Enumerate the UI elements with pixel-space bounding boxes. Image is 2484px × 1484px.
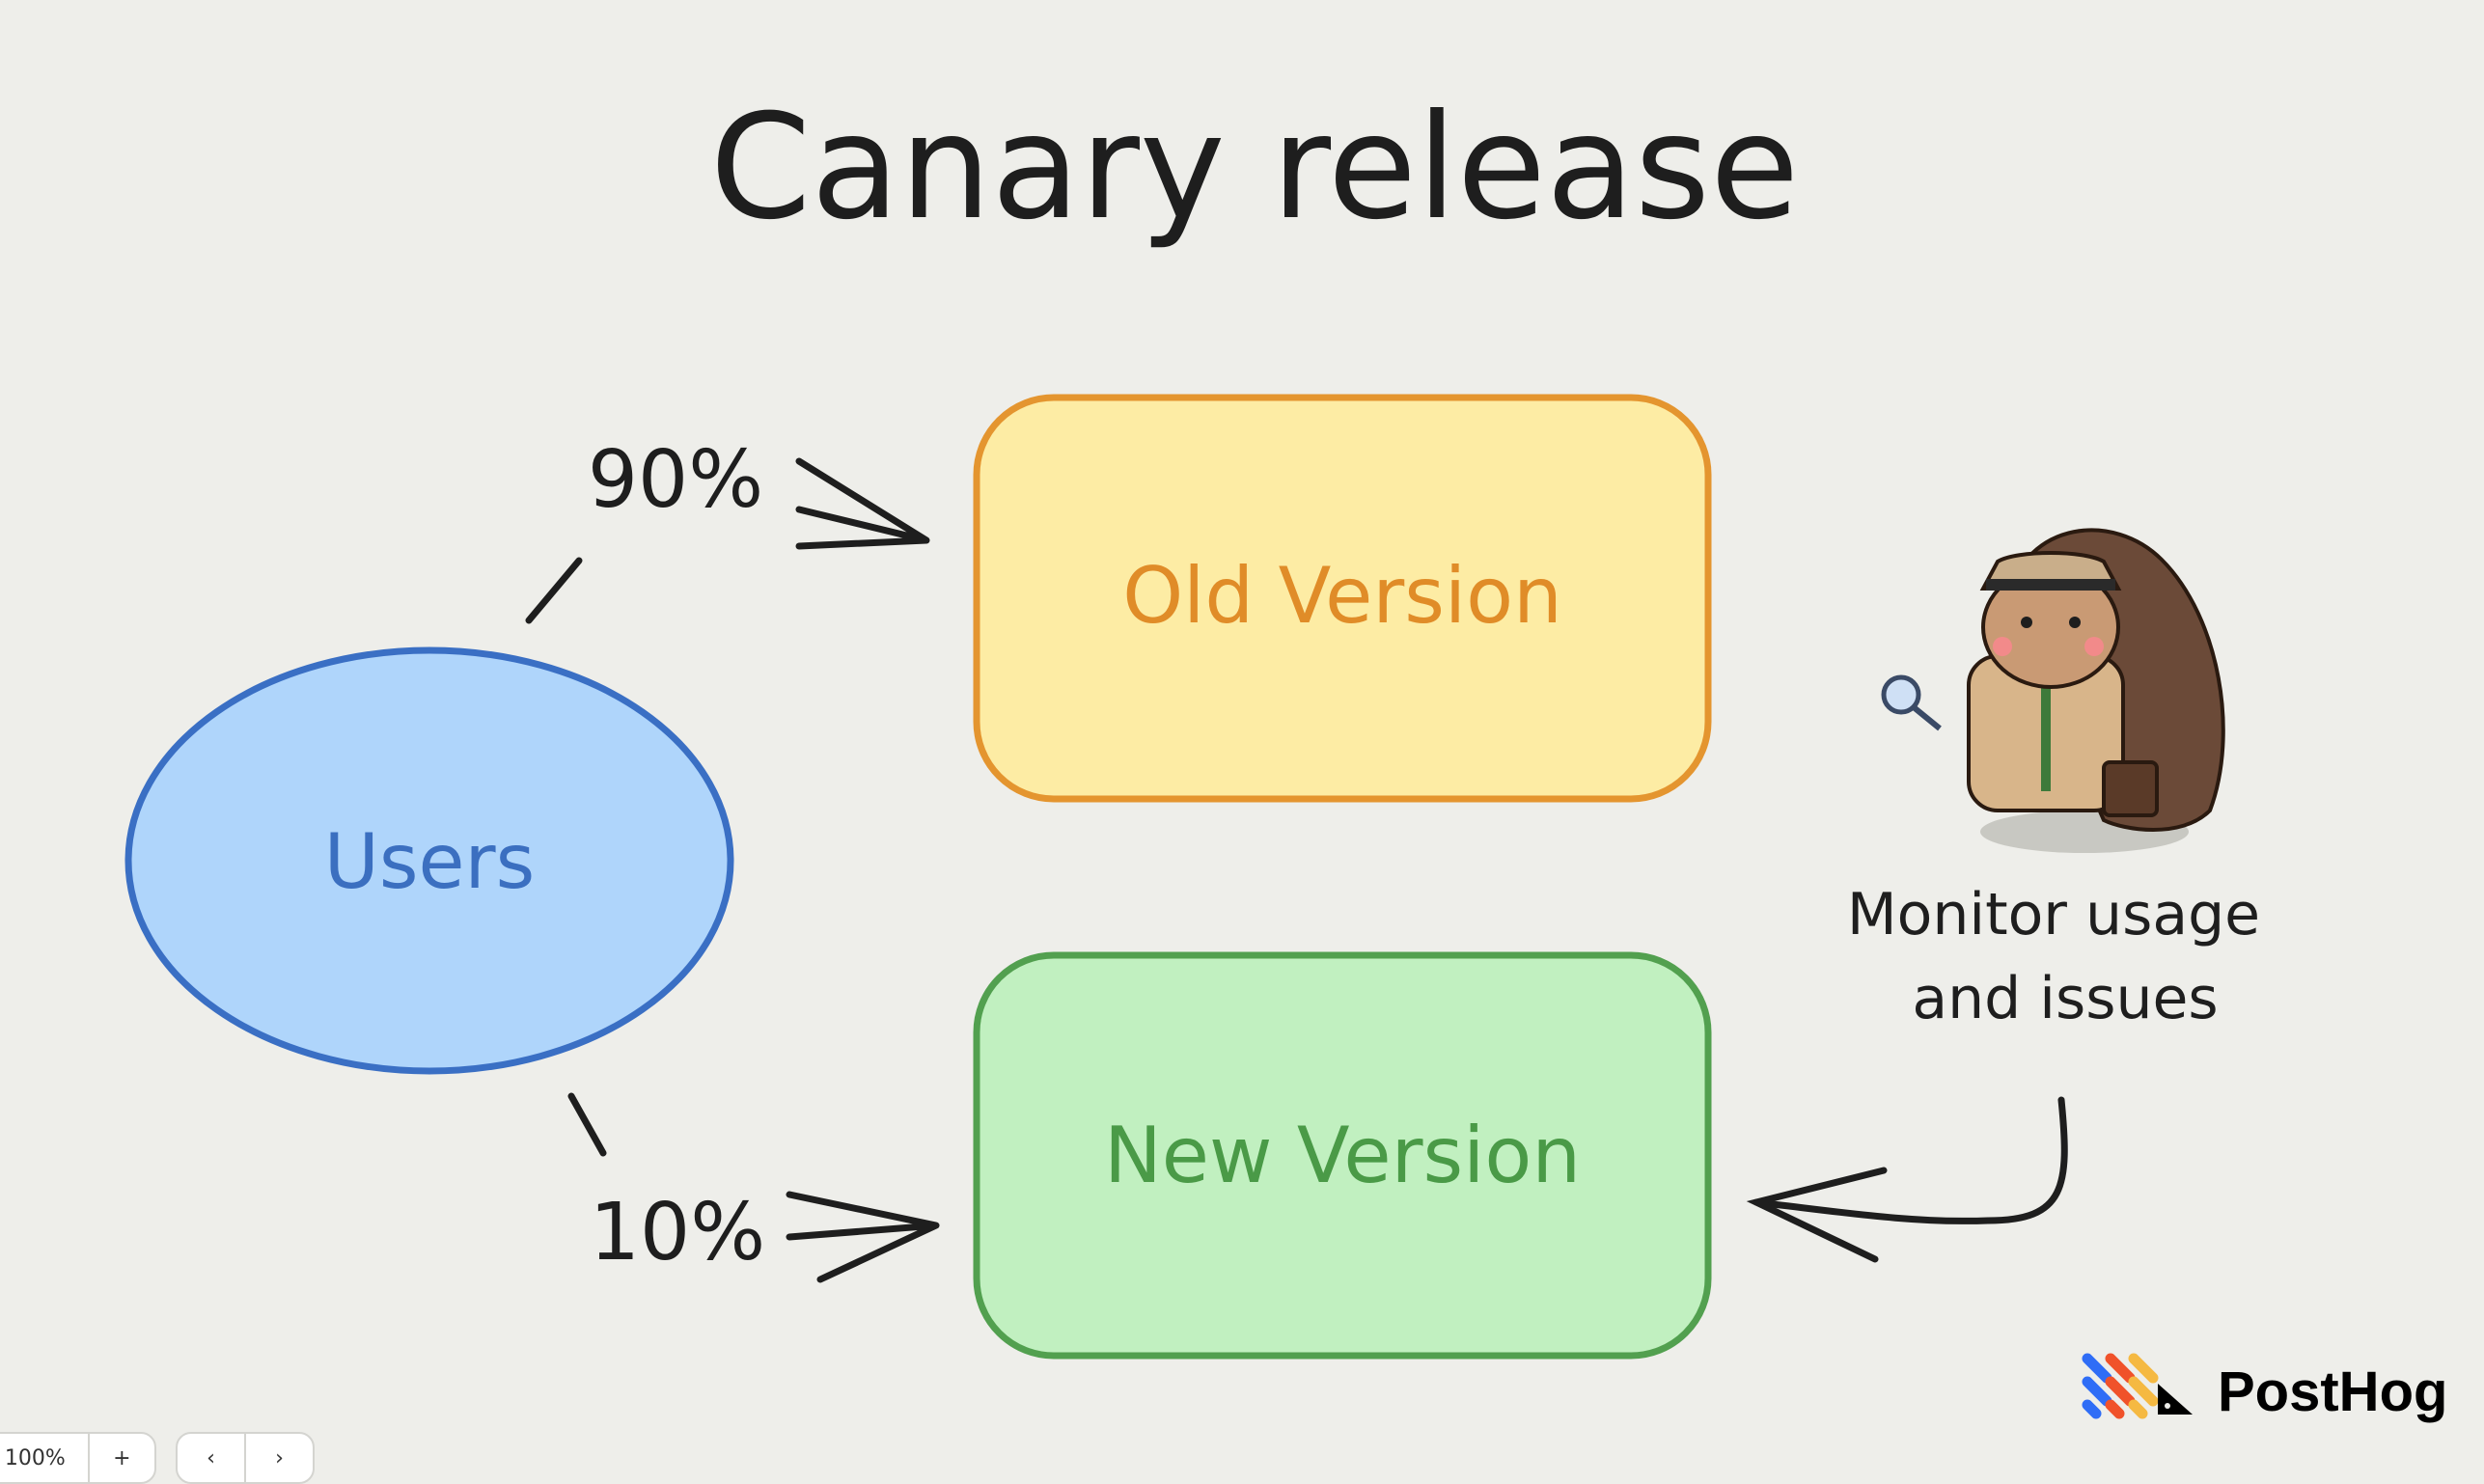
zoom-level[interactable]: 100%	[0, 1434, 90, 1482]
posthog-wordmark: PostHog	[2218, 1360, 2447, 1423]
old-version-label: Old Version	[1122, 551, 1562, 641]
undo-button[interactable]: ‹	[178, 1434, 246, 1482]
edge-label-90: 90%	[588, 434, 763, 526]
edge-label-10: 10%	[590, 1187, 765, 1278]
posthog-logo: PostHog	[2082, 1353, 2447, 1423]
users-node[interactable]: Users	[124, 646, 734, 1075]
new-version-label: New Version	[1104, 1111, 1581, 1200]
monitor-label-line1: Monitor usage	[1847, 881, 2260, 948]
edge-users-to-old	[525, 457, 930, 624]
new-version-node[interactable]: New Version	[973, 951, 1712, 1360]
edge-monitor-to-new	[1746, 1096, 2068, 1263]
diagram-title: Canary release	[710, 84, 1800, 252]
zoom-in-button[interactable]: +	[113, 1445, 131, 1470]
hedgehog-detective-illustration	[1881, 528, 2225, 853]
users-label: Users	[324, 819, 535, 906]
zoom-toolbar: 100% +	[0, 1432, 156, 1484]
monitor-label-line2: and issues	[1912, 965, 2218, 1032]
redo-button[interactable]: ›	[275, 1445, 284, 1470]
history-toolbar: ‹ ›	[176, 1432, 315, 1484]
old-version-node[interactable]: Old Version	[973, 394, 1712, 803]
edge-users-to-new	[567, 1092, 940, 1283]
